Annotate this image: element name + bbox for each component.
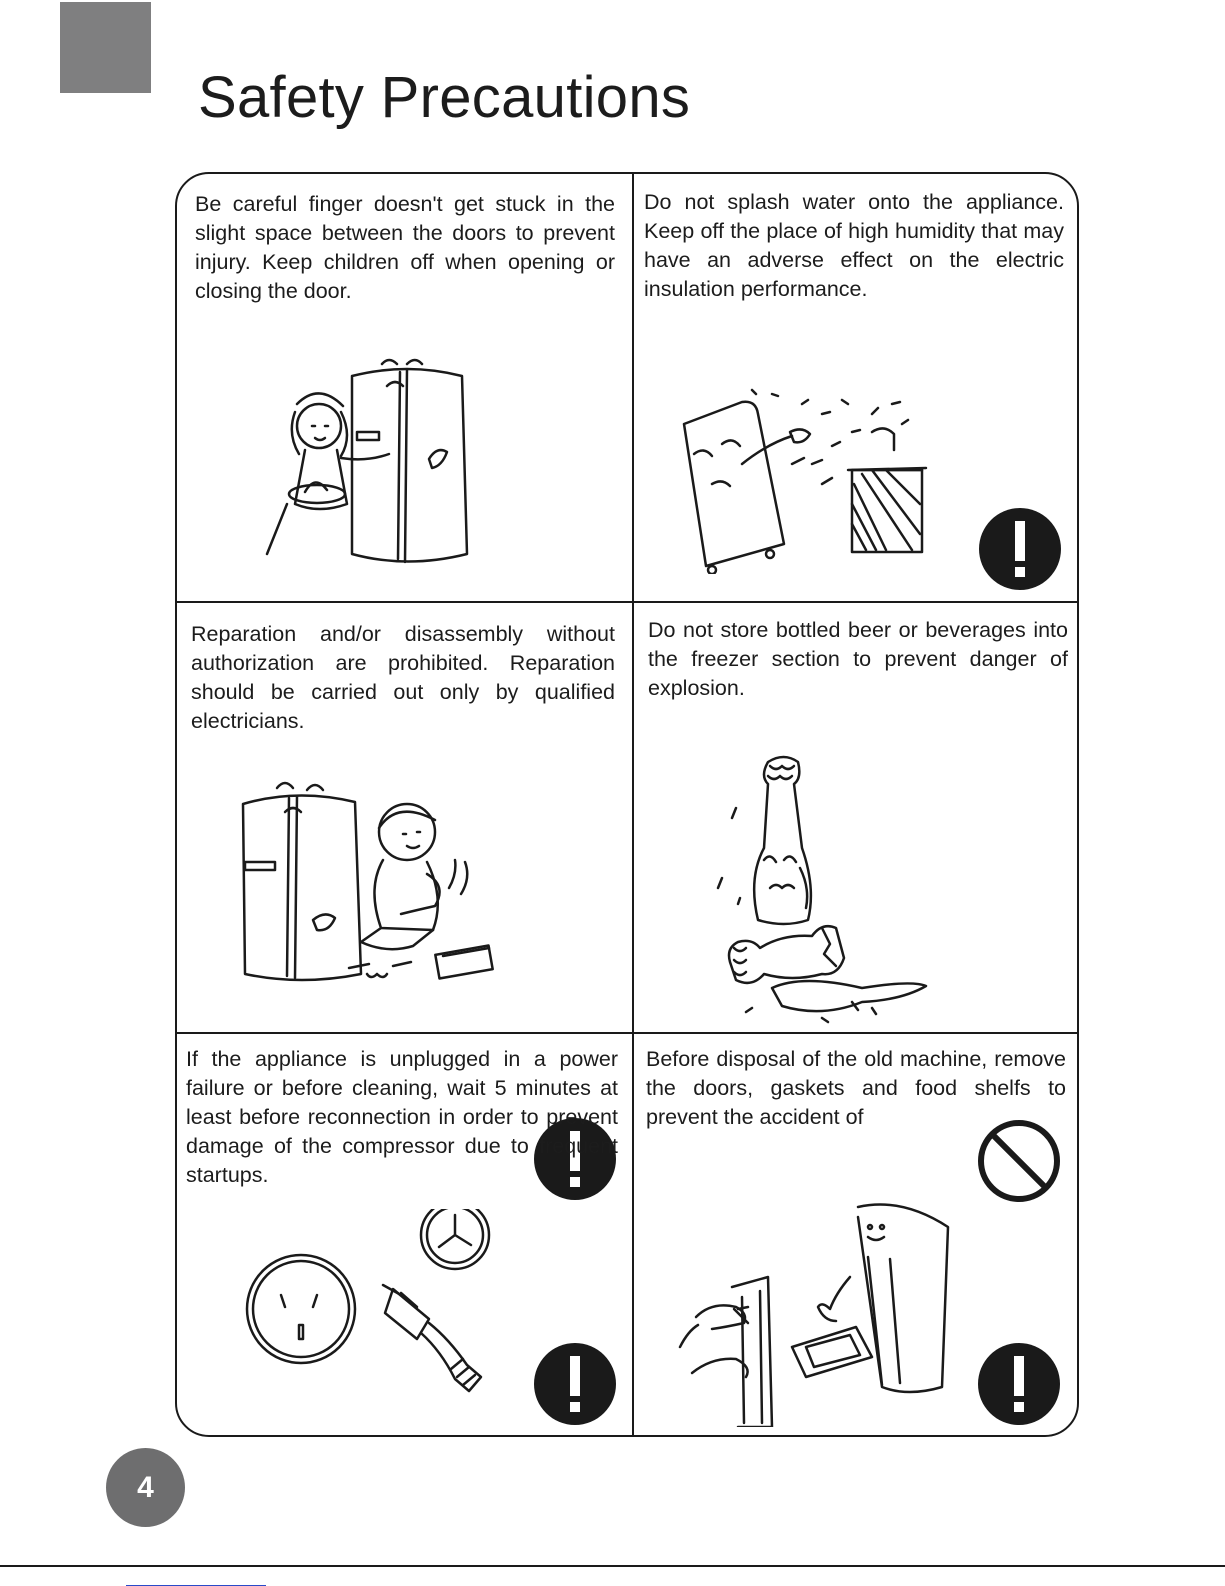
precaution-cell-unplug: If the appliance is unplugged in a power…: [177, 1033, 629, 1433]
grid-divider-vertical: [632, 174, 634, 1435]
fridge-child-door-illustration: [265, 358, 469, 564]
precaution-text: Reparation and/or disassembly without au…: [191, 622, 615, 733]
precaution-cell-disposal: Before disposal of the old machine, remo…: [632, 1033, 1077, 1433]
precaution-text: Do not store bottled beer or beverages i…: [648, 618, 1068, 700]
precaution-text: Be careful finger doesn't get stuck in t…: [195, 192, 615, 303]
page-title: Safety Precautions: [198, 65, 691, 130]
precaution-text: Do not splash water onto the appliance. …: [644, 190, 1064, 301]
page-number-badge: 4: [106, 1448, 185, 1527]
footer-rule: [0, 1565, 1225, 1567]
precaution-text: Before disposal of the old machine, remo…: [646, 1047, 1066, 1129]
fridge-remove-door-illustration: [678, 1203, 950, 1427]
grid-divider-row-1: [177, 601, 1077, 603]
warning-exclamation-icon: [534, 1343, 616, 1425]
warning-exclamation-icon: [979, 508, 1061, 590]
corner-gray-block: [60, 2, 151, 93]
precaution-cell-finger: Be careful finger doesn't get stuck in t…: [177, 174, 629, 601]
warning-exclamation-icon: [978, 1343, 1060, 1425]
warning-exclamation-icon: [534, 1118, 616, 1200]
fridge-splash-water-illustration: [682, 388, 928, 574]
grid-divider-row-2: [177, 1032, 1077, 1034]
broken-bottles-illustration: [716, 755, 928, 1024]
precaution-cell-water: Do not splash water onto the appliance. …: [632, 174, 1077, 601]
precaution-cell-repair: Reparation and/or disassembly without au…: [177, 602, 629, 1200]
prohibited-icon: [978, 1120, 1060, 1202]
socket-plug-clock-illustration: [245, 1209, 491, 1393]
precaution-text: If the appliance is unplugged in a power…: [186, 1047, 618, 1187]
fridge-repair-man-illustration: [241, 781, 494, 982]
precautions-grid: Be careful finger doesn't get stuck in t…: [175, 172, 1079, 1437]
precaution-cell-bottles: Do not store bottled beer or beverages i…: [632, 602, 1077, 1202]
